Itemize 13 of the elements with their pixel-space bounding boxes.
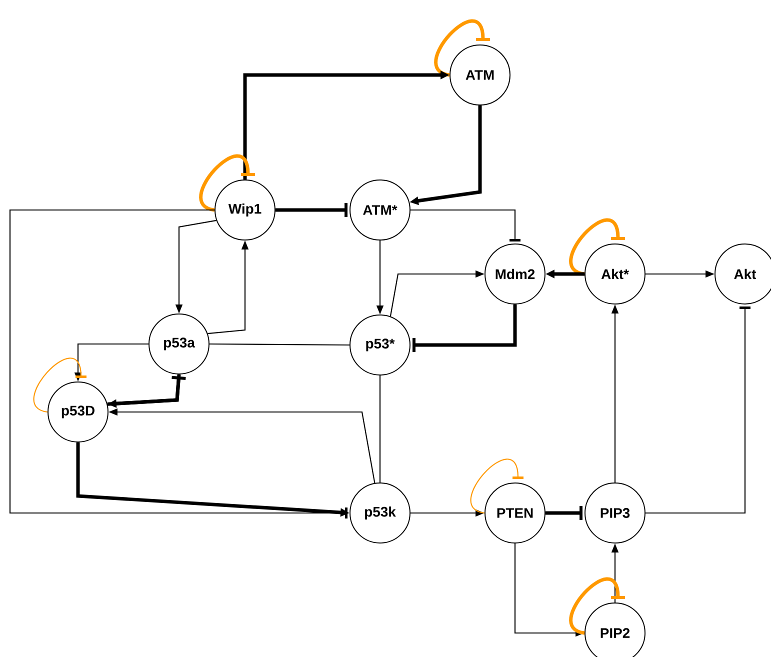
self-loop: [569, 577, 625, 635]
connector-line: [379, 376, 381, 482]
inhibition-line: [9, 209, 348, 518]
inhibition-line: [412, 304, 517, 352]
inhibition-line: [276, 203, 348, 217]
connector-line: [210, 343, 350, 346]
self-loop: [434, 19, 490, 77]
inhibition-line: [410, 209, 520, 242]
self-loop: [470, 458, 524, 514]
self-loop: [199, 154, 255, 212]
inhibition-line: [546, 506, 583, 520]
self-loop: [34, 358, 86, 413]
inhibition-line: [646, 306, 750, 514]
